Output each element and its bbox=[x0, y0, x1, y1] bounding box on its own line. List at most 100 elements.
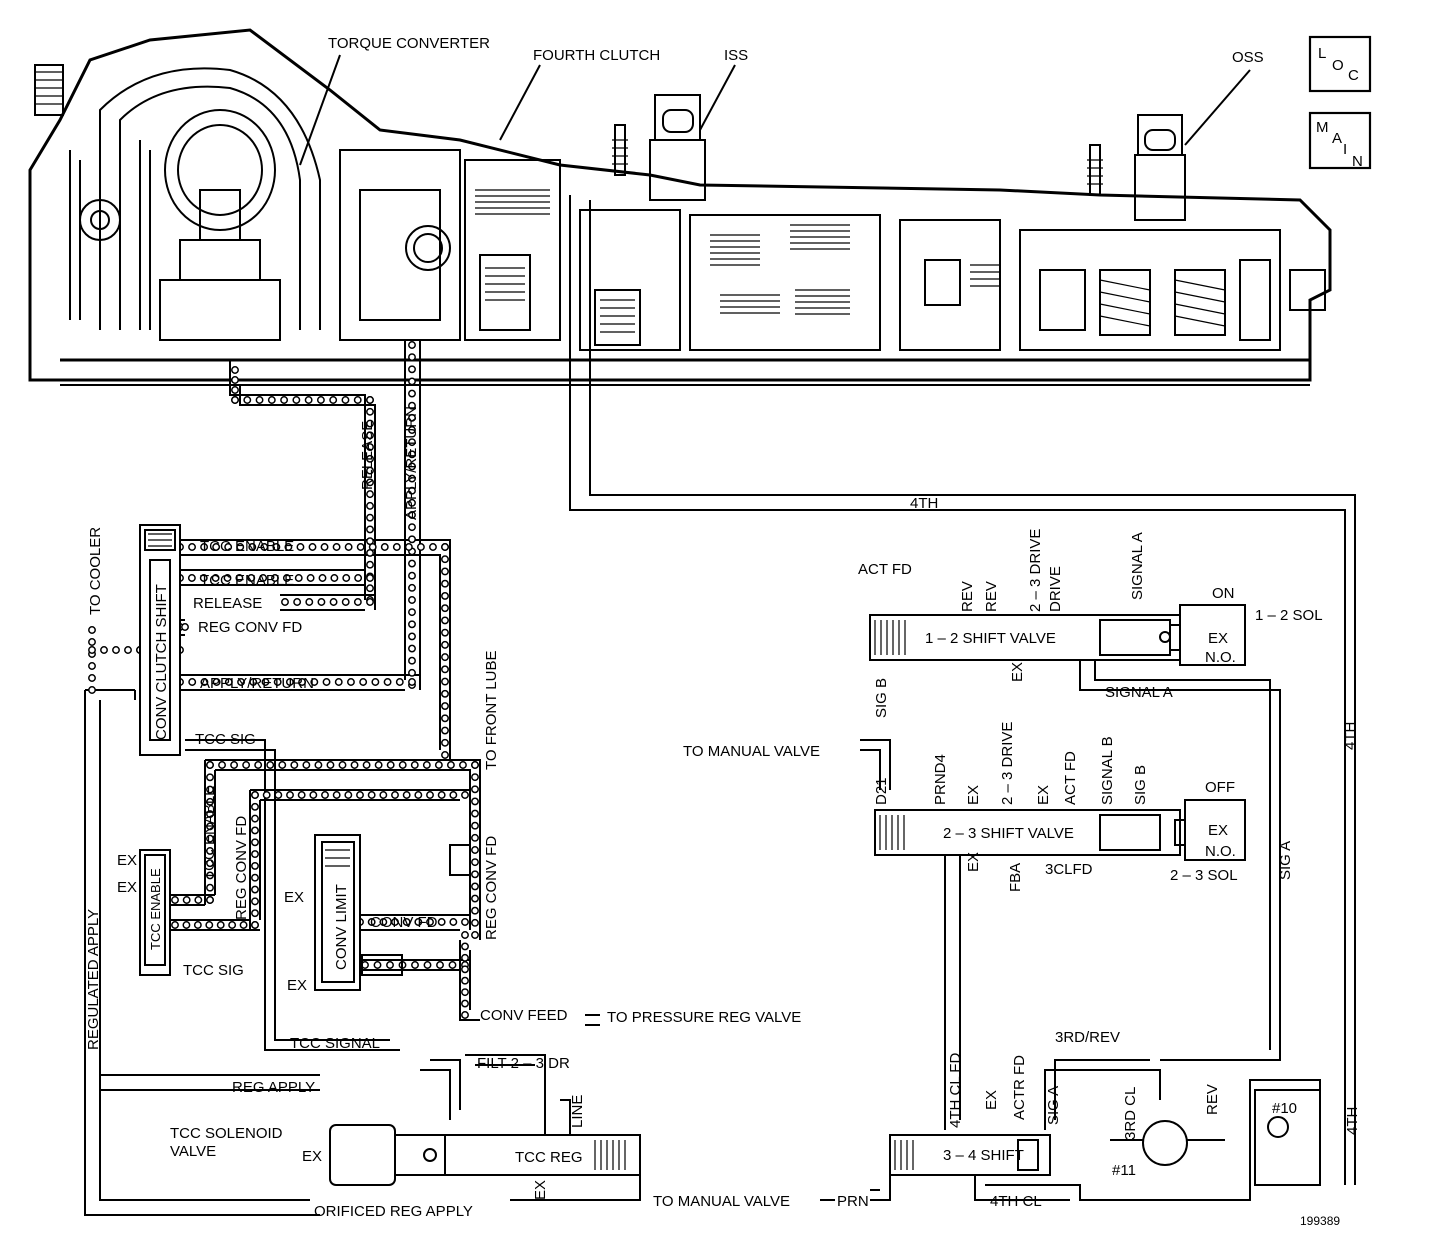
fluid-dot bbox=[366, 525, 374, 534]
fluid-dot bbox=[392, 543, 401, 551]
fluid-dot bbox=[274, 791, 283, 799]
fluid-dot bbox=[449, 791, 458, 799]
label-tcc-reg: TCC REG bbox=[515, 1149, 583, 1166]
fluid-dot bbox=[350, 761, 359, 769]
fluid-dot bbox=[231, 366, 239, 374]
shift-valve-1-2 bbox=[869, 614, 1181, 661]
label-2-3-drive-b: 2 – 3 DRIVE bbox=[999, 722, 1016, 805]
fluid-dot bbox=[366, 454, 374, 463]
fluid-dot bbox=[408, 596, 416, 604]
fluid-dot bbox=[329, 598, 338, 606]
transmission-cross-section bbox=[28, 28, 1332, 386]
fluid-dot bbox=[322, 678, 331, 686]
fluid-dot bbox=[251, 861, 259, 870]
fluid-dot bbox=[366, 490, 374, 499]
fluid-dot bbox=[216, 921, 225, 929]
label-tcc-enable-valve: TCC ENABLE bbox=[148, 868, 163, 950]
fluid-dot bbox=[310, 678, 319, 686]
fluid-dot bbox=[200, 543, 209, 551]
fluid-dot bbox=[471, 833, 479, 842]
fluid-dot bbox=[461, 965, 469, 974]
fluid-dot bbox=[368, 543, 377, 551]
fluid-dot bbox=[408, 377, 416, 386]
label-4th-top: 4TH bbox=[910, 495, 938, 512]
label-rev-1: REV bbox=[959, 581, 976, 612]
fluid-dot bbox=[414, 918, 423, 926]
fluid-dot bbox=[471, 918, 479, 927]
fluid-dot bbox=[374, 761, 383, 769]
fluid-dot bbox=[321, 791, 329, 799]
fluid-dot bbox=[471, 773, 479, 782]
label-conv-clutch-shift: CONV CLUTCH SHIFT bbox=[153, 584, 170, 740]
fluid-dot bbox=[408, 341, 416, 349]
fluid-dot bbox=[408, 450, 416, 459]
fluid-dot bbox=[309, 791, 318, 799]
label-reg-conv-fd-vertical: REG CONV FD bbox=[233, 816, 250, 920]
fluid-dot bbox=[317, 598, 326, 606]
label-drive: DRIVE bbox=[1047, 566, 1064, 612]
svg-text:L: L bbox=[1318, 45, 1326, 62]
conv-clutch-shift-valve bbox=[139, 524, 181, 756]
fluid-dot bbox=[272, 543, 281, 551]
fluid-dot bbox=[88, 646, 96, 654]
fluid-dot bbox=[251, 791, 259, 799]
fluid-dot bbox=[429, 543, 437, 551]
fluid-dot bbox=[297, 791, 306, 799]
fluid-dot bbox=[408, 511, 416, 519]
fluid-dot bbox=[251, 897, 259, 906]
fluid-dot bbox=[251, 802, 259, 811]
fluid-dot bbox=[320, 543, 329, 551]
fluid-dot bbox=[441, 567, 449, 576]
fluid-dot bbox=[416, 543, 425, 551]
label-ex-9: EX bbox=[965, 785, 982, 805]
fluid-dot bbox=[386, 761, 395, 769]
leader-lines bbox=[299, 54, 1251, 166]
fluid-dot bbox=[408, 413, 416, 422]
fluid-dot bbox=[359, 678, 368, 686]
fluid-dot bbox=[251, 838, 259, 847]
label-1-2-shift-valve: 1 – 2 SHIFT VALVE bbox=[925, 630, 1056, 647]
fluid-dot bbox=[408, 571, 416, 580]
fluid-dot bbox=[366, 419, 374, 428]
fluid-dot bbox=[391, 791, 399, 799]
fluid-dot bbox=[366, 598, 374, 606]
svg-text:N: N bbox=[1352, 153, 1363, 170]
svg-text:O: O bbox=[1332, 57, 1344, 74]
fluid-dot bbox=[441, 653, 449, 662]
fluid-dot bbox=[286, 791, 294, 799]
check-ball-10 bbox=[1254, 1089, 1321, 1186]
fluid-dot bbox=[408, 644, 416, 653]
label-regulated-apply: REGULATED APPLY bbox=[85, 909, 102, 1050]
fluid-dot bbox=[366, 478, 374, 487]
fluid-dot bbox=[302, 761, 311, 769]
fluid-dot bbox=[100, 646, 108, 654]
fluid-dot bbox=[249, 678, 258, 686]
label-orificed-reg-apply: ORIFICED REG APPLY bbox=[314, 1203, 473, 1220]
fluid-dot bbox=[235, 574, 244, 582]
fluid-dot bbox=[408, 474, 416, 483]
fluid-dot bbox=[408, 535, 416, 544]
label-ex-10: EX bbox=[1035, 785, 1052, 805]
fluid-dot bbox=[426, 791, 434, 799]
label-sig-b: SIG B bbox=[873, 678, 890, 718]
fluid-dot bbox=[408, 668, 416, 677]
fluid-dot bbox=[441, 714, 449, 723]
fluid-dot bbox=[254, 761, 263, 769]
fluid-dot bbox=[247, 574, 256, 582]
fluid-dot bbox=[231, 386, 239, 394]
fluid-dot bbox=[193, 921, 202, 929]
fluid-dot bbox=[251, 885, 259, 894]
label-4th-right: 4TH bbox=[1342, 722, 1359, 750]
fluid-dot bbox=[251, 909, 259, 918]
fluid-dot bbox=[379, 791, 388, 799]
fluid-dot bbox=[231, 396, 239, 404]
label-actr-fd: ACTR FD bbox=[1011, 1055, 1028, 1120]
fluid-dot bbox=[237, 678, 246, 686]
fluid-dot bbox=[408, 583, 416, 592]
fluid-dot bbox=[441, 543, 449, 551]
label-release-vertical: RELEASE bbox=[359, 421, 376, 490]
fluid-dot bbox=[408, 656, 416, 665]
fluid-dot bbox=[223, 574, 232, 582]
solenoid-2-3 bbox=[1174, 799, 1246, 861]
fluid-dot bbox=[441, 665, 449, 674]
